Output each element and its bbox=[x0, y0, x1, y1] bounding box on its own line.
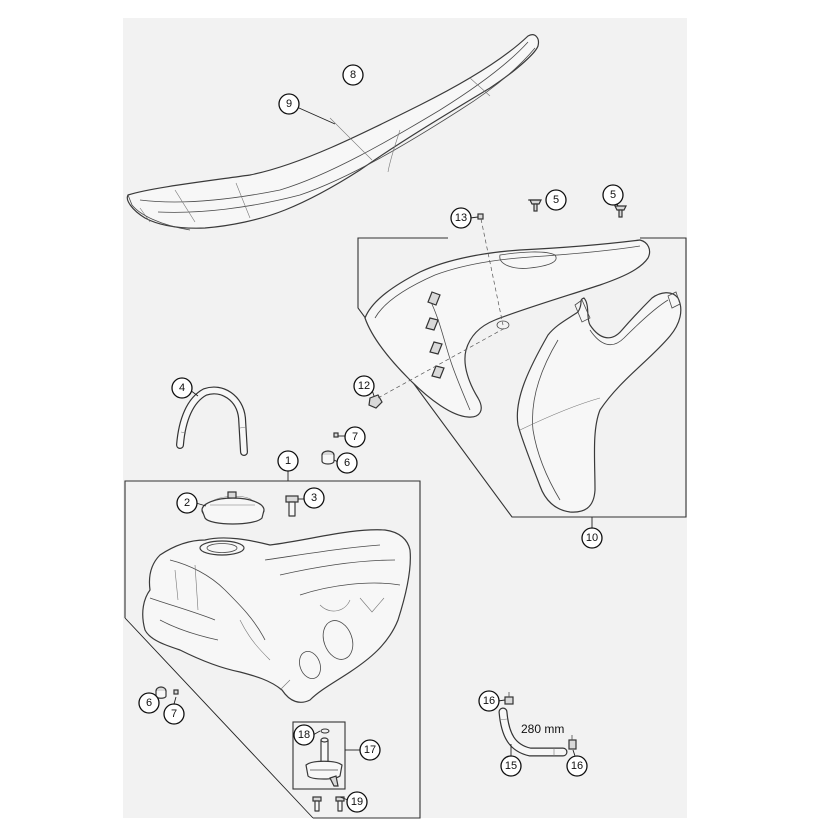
svg-text:16: 16 bbox=[483, 695, 495, 707]
fuel-hose bbox=[498, 707, 568, 757]
svg-text:3: 3 bbox=[311, 492, 317, 504]
callout-7-upper: 7 bbox=[344, 426, 366, 448]
svg-text:15: 15 bbox=[505, 760, 517, 772]
hose-clamp-16-lower bbox=[568, 735, 577, 750]
svg-text:16: 16 bbox=[571, 760, 583, 772]
svg-text:13: 13 bbox=[455, 212, 467, 224]
callout-12: 12 bbox=[353, 375, 375, 397]
callout-16-lower: 16 bbox=[566, 755, 588, 777]
callout-13: 13 bbox=[450, 207, 472, 229]
svg-text:5: 5 bbox=[610, 189, 616, 201]
callout-4: 4 bbox=[171, 377, 193, 399]
fuel-tank bbox=[142, 529, 411, 703]
o-ring-18 bbox=[320, 728, 330, 734]
svg-text:8: 8 bbox=[350, 69, 356, 81]
screws-19 bbox=[312, 796, 345, 812]
svg-text:12: 12 bbox=[358, 380, 370, 392]
fuel-tap bbox=[305, 737, 343, 787]
svg-text:19: 19 bbox=[351, 796, 363, 808]
screw-7-lower bbox=[173, 689, 179, 695]
svg-text:17: 17 bbox=[364, 744, 376, 756]
callout-3: 3 bbox=[303, 487, 325, 509]
svg-text:18: 18 bbox=[298, 729, 310, 741]
screw-7-upper bbox=[333, 432, 339, 438]
hose-clamp-16-upper bbox=[504, 692, 514, 705]
svg-text:7: 7 bbox=[352, 431, 358, 443]
callout-2: 2 bbox=[176, 492, 198, 514]
fuel-cap bbox=[201, 491, 265, 525]
fuel-tank-group-frame bbox=[124, 480, 421, 819]
right-spoiler-panel bbox=[516, 292, 682, 513]
svg-text:4: 4 bbox=[179, 382, 185, 394]
svg-text:5: 5 bbox=[553, 194, 559, 206]
callout-17: 17 bbox=[359, 739, 381, 761]
svg-text:6: 6 bbox=[344, 457, 350, 469]
callout-18: 18 bbox=[293, 724, 315, 746]
callout-5-left: 5 bbox=[545, 189, 567, 211]
callout-10: 10 bbox=[581, 527, 603, 549]
svg-text:7: 7 bbox=[171, 708, 177, 720]
callout-8: 8 bbox=[342, 64, 364, 86]
screw-13 bbox=[477, 213, 504, 326]
spoiler-group-frame bbox=[357, 237, 687, 518]
callout-9: 9 bbox=[278, 93, 300, 115]
svg-text:10: 10 bbox=[586, 532, 598, 544]
callout-6-lower: 6 bbox=[138, 692, 160, 714]
bushing-6-upper bbox=[321, 450, 335, 465]
svg-text:2: 2 bbox=[184, 497, 190, 509]
callout-19: 19 bbox=[346, 791, 368, 813]
screw-5-right bbox=[614, 205, 627, 218]
right-spoiler bbox=[516, 291, 682, 513]
seat-assembly bbox=[126, 34, 540, 231]
bushing-6-lower bbox=[155, 686, 167, 699]
nut-12 bbox=[368, 327, 506, 409]
svg-text:9: 9 bbox=[286, 98, 292, 110]
svg-text:1: 1 bbox=[285, 455, 291, 467]
callout-15: 15 bbox=[500, 755, 522, 777]
screw-5-left bbox=[529, 199, 542, 212]
left-spoiler bbox=[364, 239, 651, 418]
vent-hose bbox=[176, 386, 248, 456]
callout-16-upper: 16 bbox=[478, 690, 500, 712]
svg-text:6: 6 bbox=[146, 697, 152, 709]
callout-6-upper: 6 bbox=[336, 452, 358, 474]
hose-length-label: 280 mm bbox=[521, 722, 564, 736]
callout-5-right: 5 bbox=[602, 184, 624, 206]
callout-1: 1 bbox=[277, 450, 299, 472]
callout-7-lower: 7 bbox=[163, 703, 185, 725]
fuel-tap-frame bbox=[292, 721, 346, 790]
